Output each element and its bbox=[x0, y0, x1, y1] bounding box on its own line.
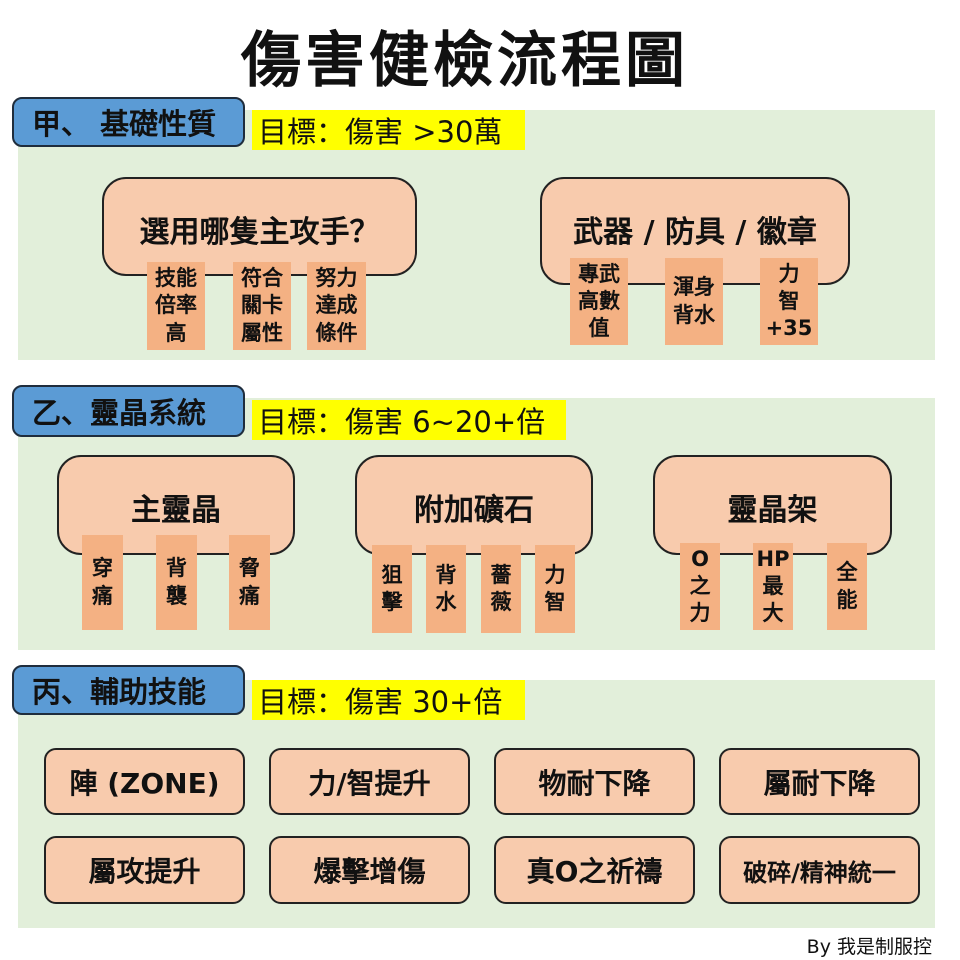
sub-item: 薔 薇 bbox=[481, 545, 521, 633]
sub-item: 力 智 +35 bbox=[760, 258, 818, 345]
sub-item: HP 最 大 bbox=[753, 543, 793, 630]
sub-item: 穿 痛 bbox=[82, 535, 123, 630]
sub-item: 努力 達成 條件 bbox=[307, 262, 366, 350]
skill-box: 屬攻提升 bbox=[44, 836, 245, 904]
group-main-attacker: 選用哪隻主攻手？ bbox=[102, 177, 417, 276]
skill-box: 物耐下降 bbox=[494, 748, 695, 815]
sub-item: 全 能 bbox=[827, 543, 867, 630]
section-b-label: 乙、靈晶系統 bbox=[12, 385, 245, 437]
skill-box: 屬耐下降 bbox=[719, 748, 920, 815]
section-c-goal: 目標：傷害 30+倍 bbox=[252, 680, 525, 720]
sub-item: 背 水 bbox=[426, 545, 466, 633]
section-a-label: 甲、 基礎性質 bbox=[12, 97, 245, 147]
group-additional-ore: 附加礦石 bbox=[355, 455, 593, 555]
sub-item: 技能 倍率 高 bbox=[147, 262, 205, 350]
author-credit: By 我是制服控 bbox=[806, 936, 932, 958]
sub-item: 專武 高數 值 bbox=[570, 258, 628, 345]
section-b-goal: 目標：傷害 6~20+倍 bbox=[252, 400, 566, 440]
sub-item: 背 襲 bbox=[156, 535, 197, 630]
sub-item: 符合 關卡 屬性 bbox=[233, 262, 291, 350]
sub-item: 力 智 bbox=[535, 545, 575, 633]
skill-box: 破碎/精神統一 bbox=[719, 836, 920, 904]
skill-box: 力/智提升 bbox=[269, 748, 470, 815]
skill-box: 真O之祈禱 bbox=[494, 836, 695, 904]
skill-box: 爆擊增傷 bbox=[269, 836, 470, 904]
sub-item: O 之 力 bbox=[680, 543, 720, 630]
skill-box: 陣 (ZONE) bbox=[44, 748, 245, 815]
section-a-goal: 目標：傷害 >30萬 bbox=[252, 110, 525, 150]
section-c-label: 丙、輔助技能 bbox=[12, 665, 245, 715]
sub-item: 脅 痛 bbox=[229, 535, 270, 630]
group-crystal-rack: 靈晶架 bbox=[653, 455, 892, 555]
sub-item: 狙 擊 bbox=[372, 545, 412, 633]
sub-item: 渾身 背水 bbox=[665, 258, 723, 345]
page-title: 傷害健檢流程圖 bbox=[241, 26, 689, 96]
